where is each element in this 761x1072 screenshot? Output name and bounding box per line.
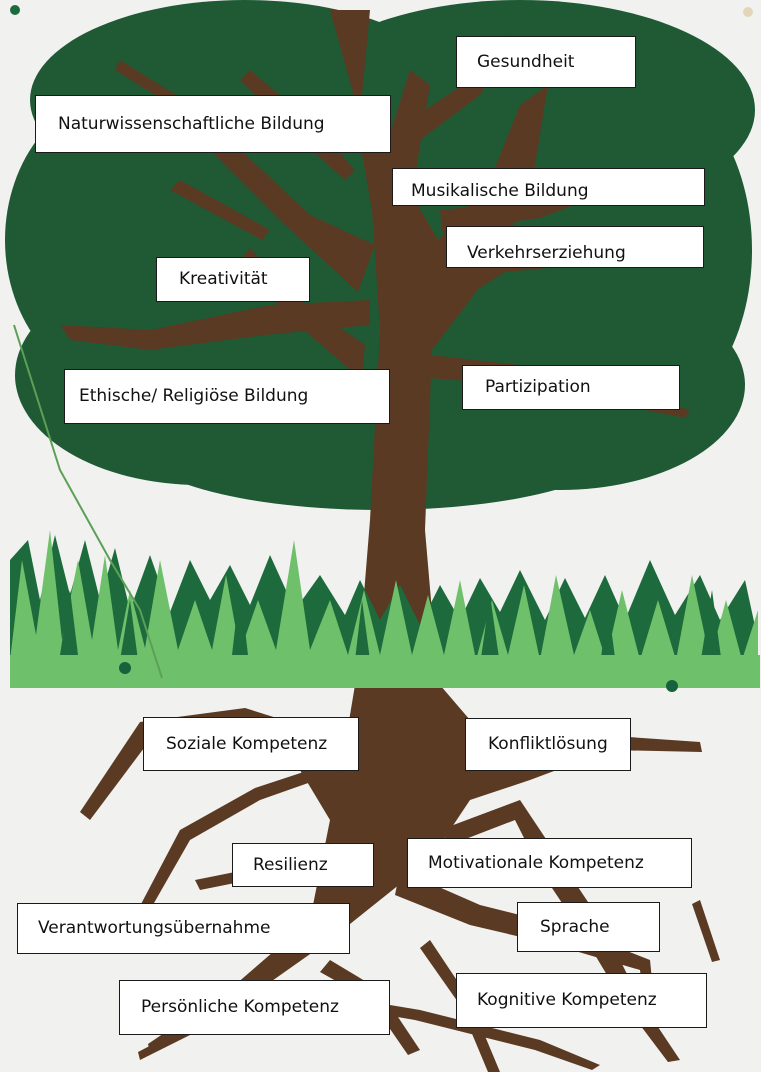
label-text: Gesundheit xyxy=(477,51,575,72)
grass-base-strip xyxy=(10,655,760,688)
corner-pin-right xyxy=(743,7,753,17)
label-text: Musikalische Bildung xyxy=(411,181,589,201)
label-card-konfliktloesung: Konfliktlösung xyxy=(465,718,631,771)
label-text: Partizipation xyxy=(485,377,591,397)
label-text: Resilienz xyxy=(253,854,328,875)
label-text: Sprache xyxy=(540,916,610,937)
label-card-persoenliche-kompetenz: Persönliche Kompetenz xyxy=(119,980,390,1035)
label-text: Konfliktlösung xyxy=(488,734,608,754)
label-text: Naturwissenschaftliche Bildung xyxy=(58,113,325,134)
label-card-motivationale-kompetenz: Motivationale Kompetenz xyxy=(407,838,692,888)
label-card-verkehrserziehung: Verkehrserziehung xyxy=(446,226,704,268)
label-card-partizipation: Partizipation xyxy=(462,365,680,410)
hanging-string xyxy=(13,324,163,679)
label-card-ethische-religioese-bildung: Ethische/ Religiöse Bildung xyxy=(64,369,390,424)
label-card-resilienz: Resilienz xyxy=(232,843,374,887)
label-card-verantwortungsuebernahme: Verantwortungsübernahme xyxy=(17,903,350,954)
label-text: Ethische/ Religiöse Bildung xyxy=(79,386,309,406)
label-card-gesundheit: Gesundheit xyxy=(456,36,636,88)
label-text: Verkehrserziehung xyxy=(467,243,626,263)
label-text: Verantwortungsübernahme xyxy=(38,918,271,938)
label-card-musikalische-bildung: Musikalische Bildung xyxy=(392,168,705,206)
label-card-kognitive-kompetenz: Kognitive Kompetenz xyxy=(456,973,707,1028)
grass-band xyxy=(10,530,760,692)
label-card-kreativitaet: Kreativität xyxy=(156,257,310,302)
push-pin-right xyxy=(666,680,678,692)
label-text: Soziale Kompetenz xyxy=(166,733,328,754)
label-text: Kognitive Kompetenz xyxy=(477,990,657,1010)
label-card-sprache: Sprache xyxy=(517,902,660,952)
corner-pin-left xyxy=(10,5,20,15)
push-pin-left xyxy=(119,662,131,674)
label-text: Motivationale Kompetenz xyxy=(428,852,644,873)
label-text: Kreativität xyxy=(179,269,268,289)
grass-light-layer xyxy=(10,530,758,688)
label-card-soziale-kompetenz: Soziale Kompetenz xyxy=(143,717,359,771)
label-card-naturwissenschaftliche-bildung: Naturwissenschaftliche Bildung xyxy=(35,95,391,153)
label-text: Persönliche Kompetenz xyxy=(141,997,339,1017)
